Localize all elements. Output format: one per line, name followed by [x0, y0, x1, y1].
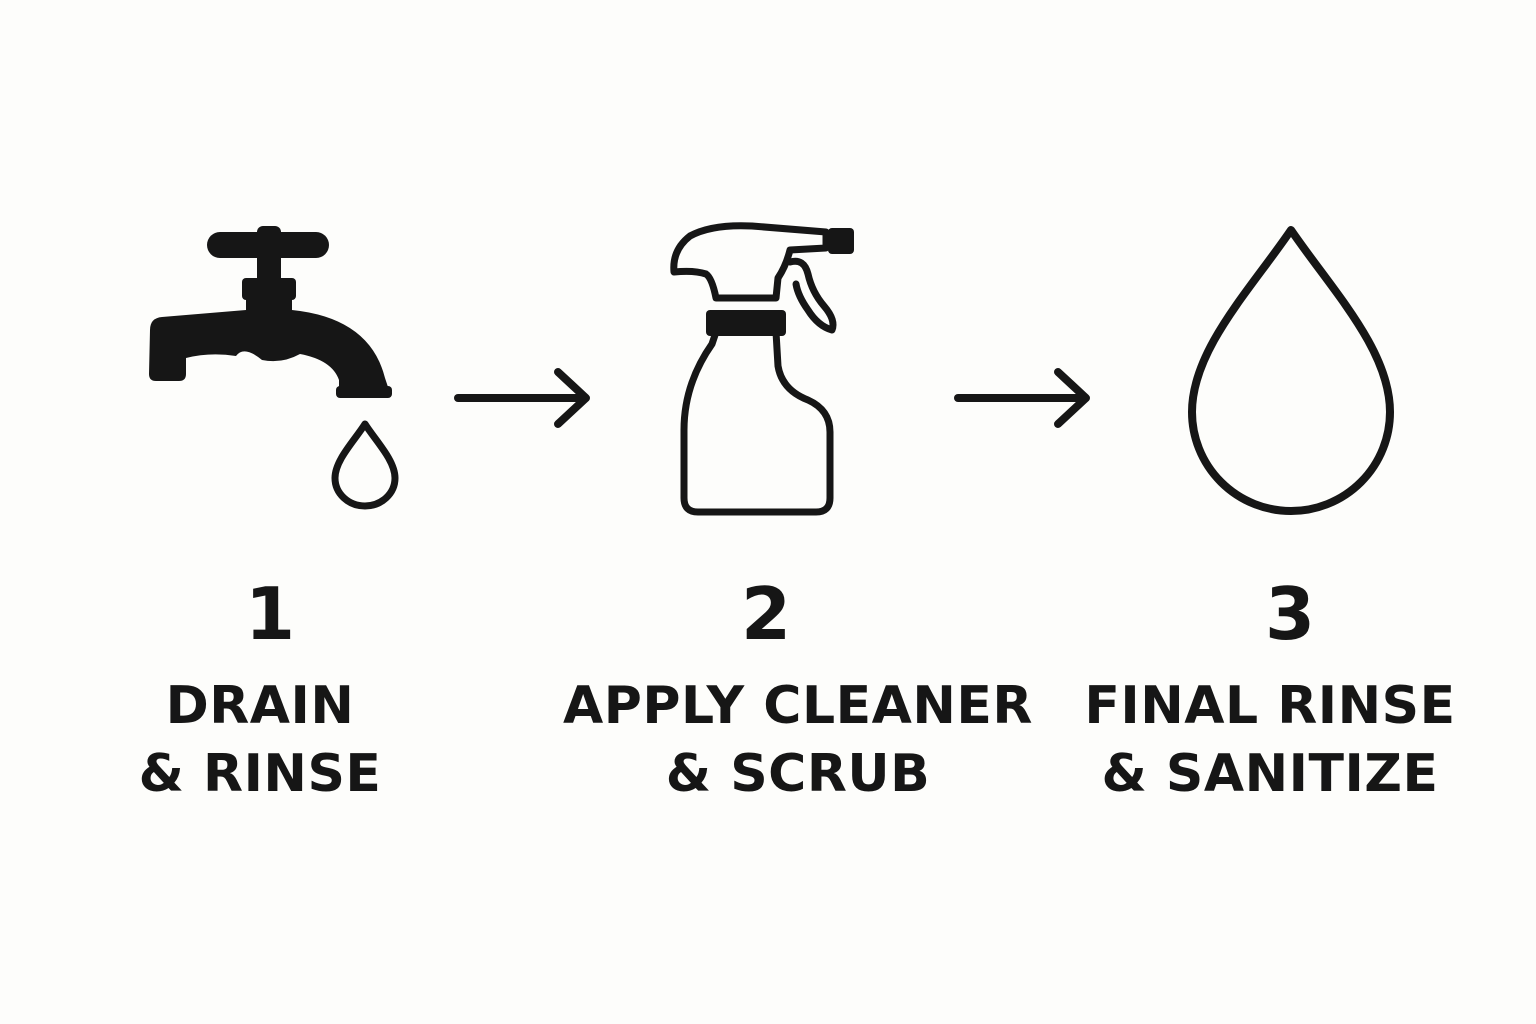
step-3-label: FINAL RINSE & SANITIZE	[1010, 672, 1530, 808]
step-1-number: 1	[244, 572, 296, 656]
spray-bottle-icon	[670, 222, 854, 516]
arrow-right-icon	[954, 368, 1090, 428]
step-2-label-line2: & SCRUB	[665, 744, 931, 804]
step-3-number: 3	[1264, 572, 1316, 656]
step-2-label: APPLY CLEANER & SCRUB	[538, 672, 1058, 808]
arrow-right-icon	[454, 368, 590, 428]
step-1-label-line1: DRAIN	[165, 676, 355, 736]
step-2-number: 2	[740, 572, 792, 656]
step-3-label-line1: FINAL RINSE	[1084, 676, 1456, 736]
step-3-label-line2: & SANITIZE	[1101, 744, 1439, 804]
water-drop-icon	[1188, 226, 1394, 515]
step-2-label-line1: APPLY CLEANER	[563, 676, 1033, 736]
faucet-icon	[149, 226, 399, 510]
step-1-label-line2: & RINSE	[138, 744, 382, 804]
step-1-label: DRAIN & RINSE	[0, 672, 520, 808]
